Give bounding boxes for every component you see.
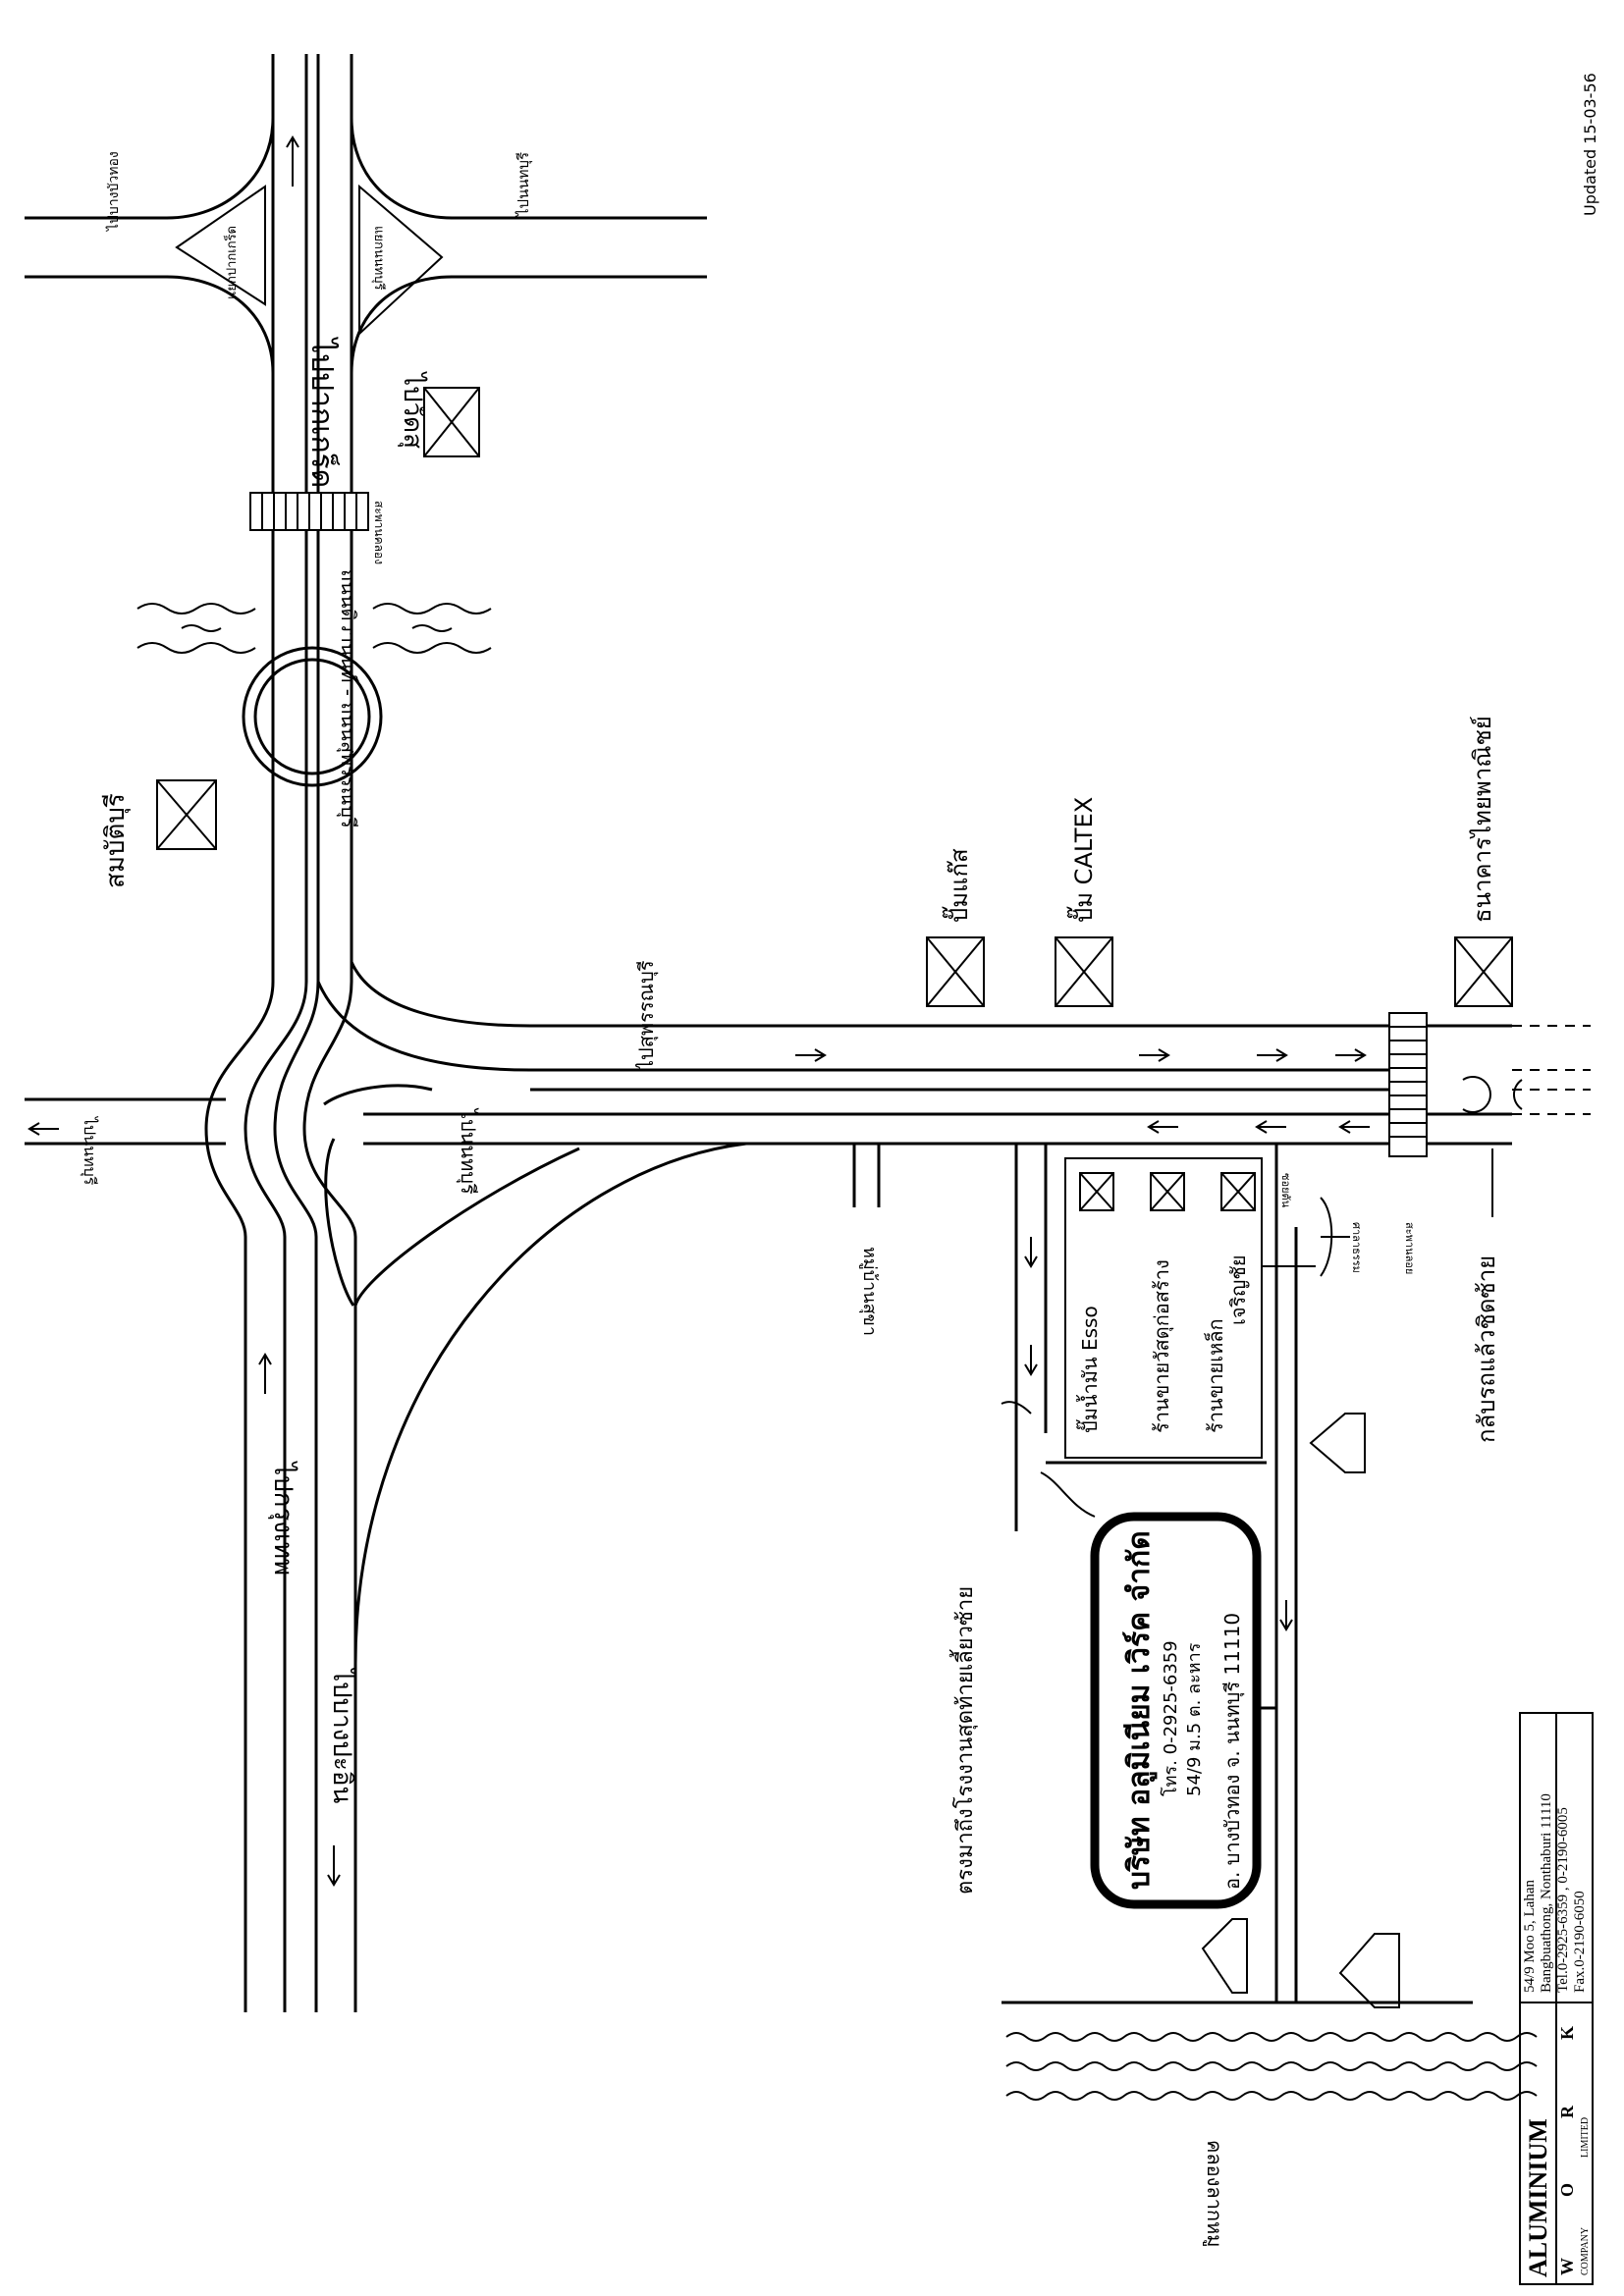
label-sombat: สมบัติบุรี bbox=[101, 793, 131, 888]
label-to-bangkok: ไปกรุงเทพ bbox=[268, 1461, 298, 1575]
logo-aluminium: ALUMINIUM bbox=[1524, 2118, 1552, 2277]
logo-letter-w: W bbox=[1557, 2258, 1577, 2275]
footbridge-top bbox=[249, 492, 369, 531]
label-straight-note: ตรงมาถึงโรงงานสุดท้ายเลี้ยวซ้าย bbox=[949, 1586, 978, 1895]
factory-soi bbox=[852, 1144, 1473, 2004]
label-to-nonthaburi-left: ไปนนทบุรี bbox=[80, 1115, 99, 1186]
label-to-nonthaburi-top: ไปนนทบุรี bbox=[514, 152, 533, 217]
company-addr1: 54/9 ม.5 ต. ละหาร bbox=[1184, 1642, 1205, 1796]
logo-letter-r: R bbox=[1557, 2105, 1577, 2118]
logo-company: COMPANY bbox=[1580, 2227, 1591, 2275]
company-name: บริษัท อลูมิเนียม เวิร์ค จำกัด bbox=[1122, 1530, 1158, 1890]
direction-arrows bbox=[27, 135, 1493, 1887]
label-main-road: ถนนติวานนท์ - ถนนสุพรรณบุรี bbox=[336, 569, 360, 828]
label-canal-bottom: คลองลากหมู bbox=[1202, 2140, 1226, 2247]
label-to-nonthaburi-mid: ไปนนทบุรี bbox=[456, 1107, 480, 1195]
updated-date: Updated 15-03-56 bbox=[1581, 73, 1599, 216]
label-junction-nonthaburi: แยกนนทบุรี bbox=[371, 226, 387, 290]
footer-tel: Tel.0-2925-6359 , 0-2190-6005 bbox=[1555, 1807, 1571, 1993]
label-u-turn: กลับรถแล้วชิดซ้าย bbox=[1473, 1255, 1500, 1443]
landmark-boxes bbox=[156, 387, 1513, 1211]
label-wat: ไปวัดสุ bbox=[398, 371, 428, 449]
company-box-outline bbox=[1090, 1512, 1262, 1909]
label-moo-ban: หมู่บ้านสุขา bbox=[859, 1247, 880, 1336]
label-to-pak-kret: ไปปากเกร็ด bbox=[304, 337, 341, 488]
label-canal-bridge: สะพานคลอง bbox=[372, 501, 386, 564]
label-charoen: เจริญชัย bbox=[1226, 1255, 1250, 1325]
east-road bbox=[25, 961, 1591, 1670]
label-hardware: ร้านขายวัสดุก่อสร้าง bbox=[1150, 1259, 1174, 1433]
logo-limited: LIMITED bbox=[1580, 2117, 1591, 2158]
logo-letter-k: K bbox=[1557, 2026, 1577, 2040]
label-to-bang-pa-in: ไปบางปะอิน bbox=[327, 1667, 357, 1803]
label-pump-gas: ปั๊มแก๊ส bbox=[942, 848, 973, 923]
label-esso: ปั๊มน้ำมัน Esso bbox=[1075, 1306, 1102, 1433]
label-to-bang-bua-thong: ไปบางบัวทอง bbox=[105, 151, 122, 232]
footer-address2: Bangbuathong, Nonthaburi 11110 bbox=[1539, 1793, 1554, 1993]
label-steel: ร้านขายเหล็ก bbox=[1203, 1318, 1227, 1433]
canal-waves-top bbox=[136, 603, 492, 654]
footer-address: 54/9 Moo 5, Lahan bbox=[1522, 1880, 1538, 1993]
label-footbridge: สะพานลอย bbox=[1403, 1222, 1416, 1274]
logo-letter-o: O bbox=[1557, 2183, 1577, 2197]
building-markers bbox=[1201, 1197, 1400, 2008]
footer-fax: Fax.0-2190-6050 bbox=[1572, 1891, 1588, 1993]
main-highway bbox=[204, 54, 357, 2012]
top-cross-road bbox=[25, 117, 707, 374]
label-to-suphanburi: ไปสุพรรณบุรี bbox=[634, 960, 659, 1072]
company-tel: โทร. 0-2925-6359 bbox=[1160, 1640, 1181, 1796]
footer-logo bbox=[1519, 1712, 1594, 2285]
footbridge-east bbox=[1388, 1012, 1428, 1157]
canal-waves-bottom bbox=[1005, 2032, 1538, 2101]
label-bank: ธนาคารไทยพาณิชย์ bbox=[1469, 716, 1496, 923]
label-caltex: ปั๊ม CALTEX bbox=[1066, 797, 1098, 923]
company-addr2: อ. บางบัวทอง จ. นนทบุรี 11110 bbox=[1220, 1613, 1245, 1890]
roundabout bbox=[242, 646, 383, 787]
label-soi: ซอยตัน bbox=[1279, 1173, 1292, 1208]
label-shrine: ศาลาธรรม bbox=[1350, 1222, 1363, 1273]
label-junction-pak-kret: แยกปากเกร็ด bbox=[222, 226, 240, 299]
